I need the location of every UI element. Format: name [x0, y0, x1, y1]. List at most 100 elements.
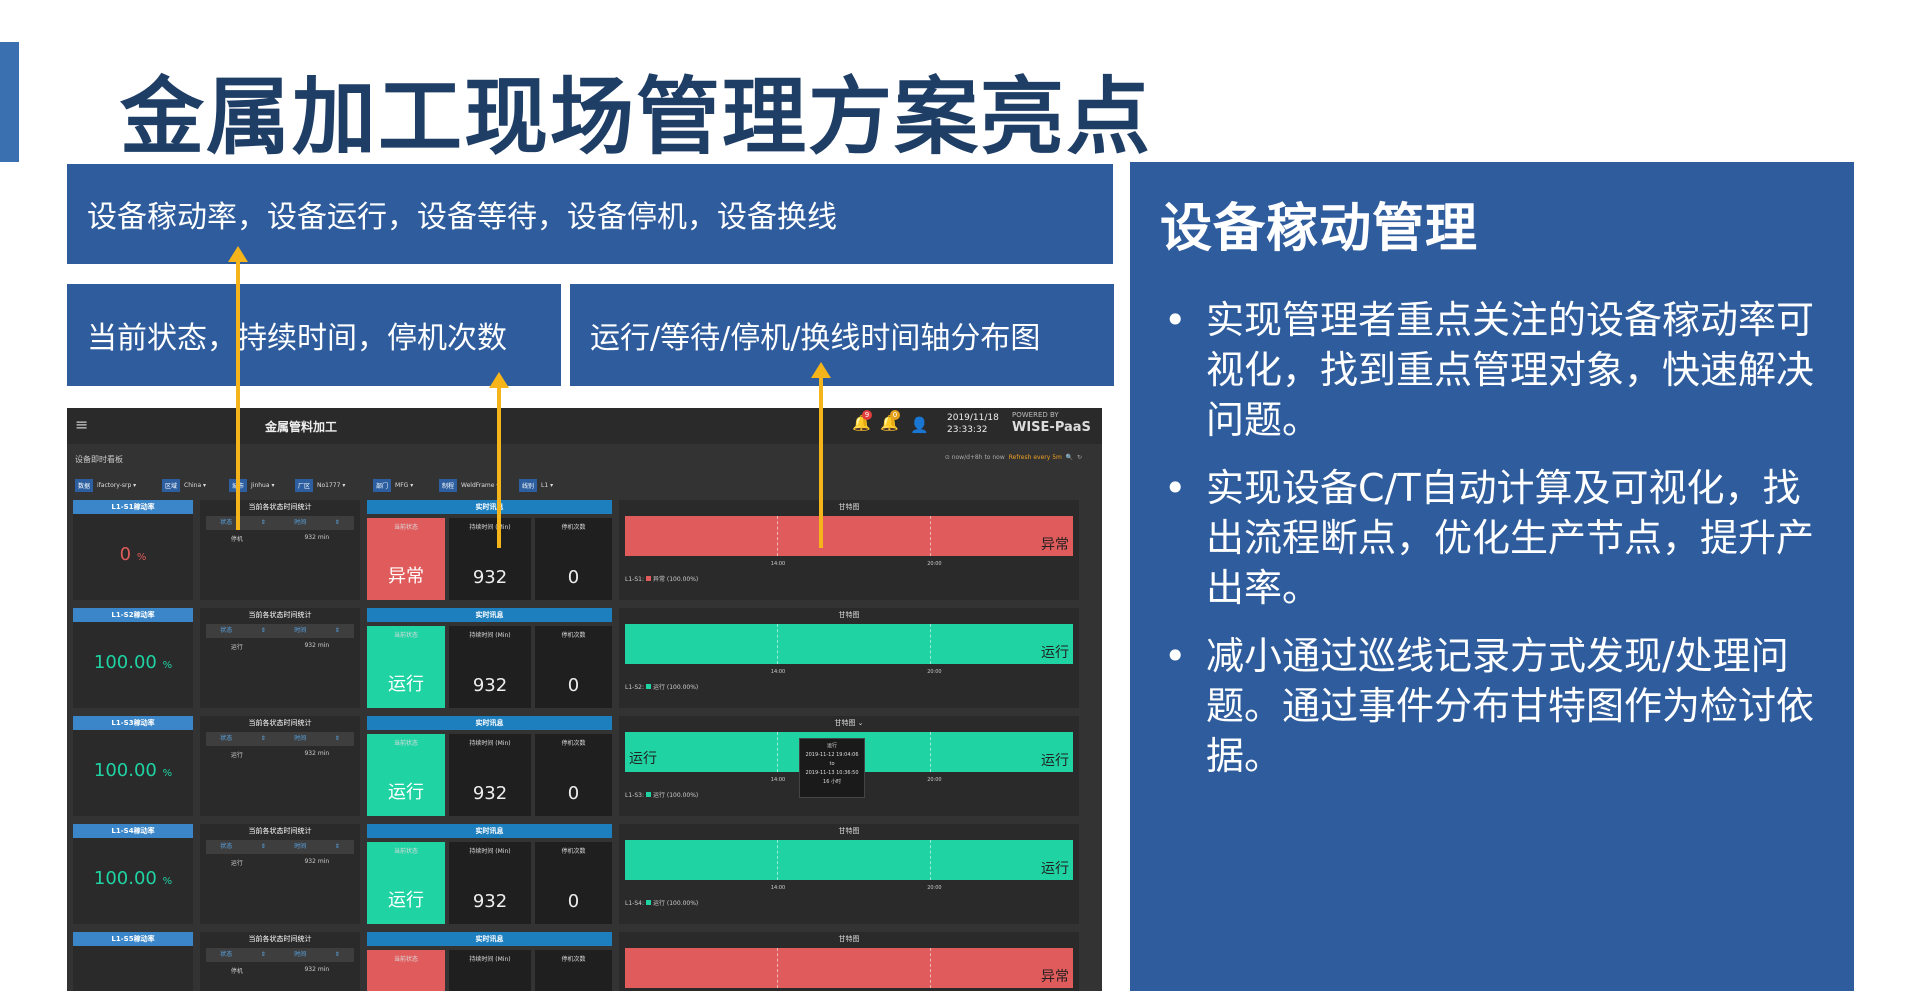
- duration-cell: 持续时间 (Min)932: [449, 842, 531, 924]
- notification-bell-icon[interactable]: 🔔0: [880, 410, 900, 432]
- current-state-cell: 当前状态运行: [367, 842, 445, 924]
- utilization-title: L1-S2稼动率: [73, 608, 193, 622]
- filter-value: WeldFrame ▾: [461, 482, 500, 489]
- slide-title: 金属加工现场管理方案亮点: [120, 68, 1153, 166]
- gantt-gridline: [777, 948, 779, 988]
- gantt-bar[interactable]: 异常: [625, 948, 1073, 988]
- state-time-header[interactable]: 状态⇕时间⇕: [206, 732, 354, 746]
- filter-value: China ▾: [184, 482, 207, 489]
- state-time-title: 当前各状态时间统计: [200, 500, 360, 514]
- state-time-header[interactable]: 状态⇕时间⇕: [206, 516, 354, 530]
- gantt-legend: L1-S4:运行 (100.00%): [625, 900, 699, 907]
- utilization-title: L1-S3稼动率: [73, 716, 193, 730]
- gantt-bar-label: 异常: [1041, 537, 1069, 553]
- gantt-bar-label: 运行: [1041, 861, 1069, 877]
- gantt-tick: 14:00: [770, 561, 786, 567]
- state-time-title: 当前各状态时间统计: [200, 824, 360, 838]
- gantt-gridline: [777, 840, 779, 880]
- state-time-title: 当前各状态时间统计: [200, 932, 360, 946]
- filter-tag: 部门: [373, 479, 392, 492]
- filter-tag: 厂区: [295, 479, 314, 492]
- current-state-cell: 当前状态: [367, 950, 445, 991]
- callout-current-status: 当前状态，持续时间，停机次数: [67, 284, 561, 386]
- realtime-title: 实时讯息: [367, 608, 612, 622]
- user-icon[interactable]: 👤: [910, 416, 929, 434]
- state-time-header[interactable]: 状态⇕时间⇕: [206, 624, 354, 638]
- state-time-header[interactable]: 状态⇕时间⇕: [206, 840, 354, 854]
- gantt-tick: 20:00: [927, 777, 942, 783]
- state-time-header[interactable]: 状态⇕时间⇕: [206, 948, 354, 962]
- gantt-gridline: [929, 948, 931, 988]
- gantt-gridline: [929, 732, 931, 772]
- realtime-title: 实时讯息: [367, 824, 612, 838]
- gantt-legend: L1-S3:运行 (100.00%): [625, 792, 699, 799]
- menu-icon[interactable]: ≡: [75, 415, 89, 434]
- filter-tag: 区域: [162, 479, 181, 492]
- panel-bullet-list: 实现管理者重点关注的设备稼动率可视化，找到重点管理对象，快速解决问题。 实现设备…: [1160, 295, 1824, 781]
- dashboard-sub-title: 设备即时看板: [75, 455, 123, 464]
- state-time-title: 当前各状态时间统计: [200, 608, 360, 622]
- utilization-title: L1-S1稼动率: [73, 500, 193, 514]
- filter-tag: 制程: [439, 479, 458, 492]
- gantt-title: 甘特图 ⌄: [619, 716, 1079, 730]
- state-time-title: 当前各状态时间统计: [200, 716, 360, 730]
- realtime-card: 实时讯息当前状态持续时间 (Min)停机次数: [367, 932, 612, 991]
- filter-value: MFG ▾: [395, 482, 414, 489]
- gantt-bar[interactable]: 运行: [625, 624, 1073, 664]
- gantt-bar-label: 运行: [1041, 645, 1069, 661]
- panel-title: 设备稼动管理: [1160, 199, 1479, 259]
- gantt-tick: 20:00: [927, 561, 942, 567]
- utilization-title: L1-S5稼动率: [73, 932, 193, 946]
- filter-value: L1 ▾: [541, 482, 554, 489]
- stop-count-cell: 停机次数: [535, 950, 612, 991]
- duration-cell: 持续时间 (Min)932: [449, 734, 531, 816]
- callout-timeline: 运行/等待/停机/换线时间轴分布图: [570, 284, 1114, 386]
- equipment-management-panel: 设备稼动管理 实现管理者重点关注的设备稼动率可视化，找到重点管理对象，快速解决问…: [1130, 162, 1854, 991]
- current-state-cell: 当前状态运行: [367, 734, 445, 816]
- arrow-to-timeline: [811, 362, 831, 548]
- title-accent-bar: [0, 42, 19, 162]
- arrow-to-utilization: [228, 246, 248, 530]
- panel-bullet: 实现设备C/T自动计算及可视化，找出流程断点，优化生产节点，提升产出率。: [1160, 463, 1824, 613]
- gantt-bar[interactable]: 运行: [625, 840, 1073, 880]
- callout-utilization: 设备稼动率，设备运行，设备等待，设备停机，设备换线: [67, 164, 1113, 264]
- gantt-legend: L1-S2:运行 (100.00%): [625, 684, 699, 691]
- arrow-to-status: [489, 372, 509, 548]
- current-state-cell: 当前状态异常: [367, 518, 445, 600]
- gantt-bar-label: 异常: [1041, 969, 1069, 985]
- gantt-title: 甘特图: [619, 608, 1079, 622]
- filter-value: Jinhua ▾: [251, 482, 275, 489]
- gantt-gridline: [929, 624, 931, 664]
- gantt-gridline: [777, 732, 779, 772]
- gantt-bar-label: 运行: [1041, 753, 1069, 769]
- alert-bell-icon[interactable]: 🔔9: [852, 410, 872, 432]
- gantt-bar[interactable]: 异常: [625, 516, 1073, 556]
- gantt-tick: 20:00: [927, 885, 942, 891]
- panel-bullet: 实现管理者重点关注的设备稼动率可视化，找到重点管理对象，快速解决问题。: [1160, 295, 1824, 445]
- gantt-title: 甘特图: [619, 932, 1079, 946]
